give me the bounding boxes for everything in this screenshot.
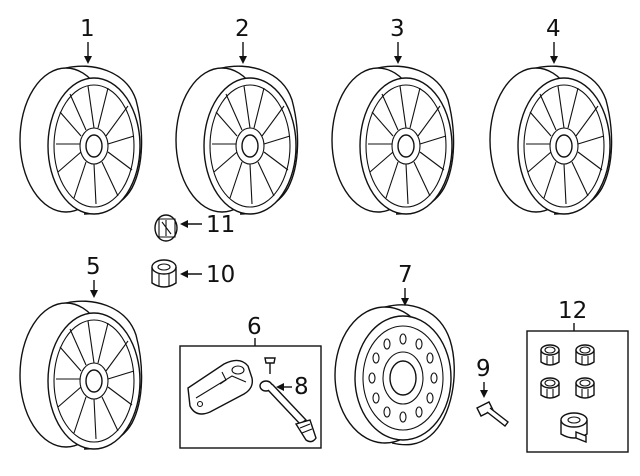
arrowhead — [180, 270, 188, 278]
lug-nut-icon[interactable] — [151, 259, 177, 288]
callout-6: 6 — [247, 314, 262, 340]
callout-10: 10 — [206, 262, 235, 288]
arrowhead — [276, 383, 284, 391]
arrowhead — [84, 56, 92, 64]
callout-5: 5 — [86, 254, 101, 280]
callout-9: 9 — [476, 356, 491, 382]
arrowhead — [394, 56, 402, 64]
wheel-icon[interactable] — [489, 65, 613, 215]
lug-nut-icon[interactable] — [575, 344, 595, 366]
callout-4: 4 — [546, 16, 561, 42]
valve-stem-tool-icon[interactable] — [476, 401, 509, 427]
callout-2: 2 — [235, 16, 250, 42]
arrowhead — [401, 298, 409, 306]
arrowhead — [180, 220, 188, 228]
tpms-sensor-icon[interactable] — [187, 359, 254, 415]
valve-stem-icon[interactable] — [259, 380, 317, 443]
callout-1: 1 — [80, 16, 95, 42]
sensor-kit-box — [179, 345, 322, 449]
arrowhead — [239, 56, 247, 64]
lug-nut-icon[interactable] — [540, 344, 560, 366]
callout-11: 11 — [206, 212, 235, 238]
wheel-icon[interactable] — [19, 300, 143, 450]
arrowhead — [480, 390, 488, 398]
callout-7: 7 — [398, 262, 413, 288]
wheel-icon[interactable] — [175, 65, 299, 215]
callout-3: 3 — [390, 16, 405, 42]
spare-wheel-icon[interactable] — [334, 304, 455, 446]
center-cap-icon[interactable] — [154, 214, 178, 242]
screw-icon[interactable] — [264, 357, 276, 374]
callout-8: 8 — [294, 374, 309, 400]
arrowhead — [90, 290, 98, 298]
lug-nut-icon[interactable] — [540, 377, 560, 399]
callout-12: 12 — [558, 298, 587, 324]
wheel-icon[interactable] — [331, 65, 455, 215]
lock-key-icon[interactable] — [560, 412, 588, 444]
wheel-icon[interactable] — [19, 65, 143, 215]
arrowhead — [550, 56, 558, 64]
lug-kit-box — [526, 330, 629, 453]
lug-nut-icon[interactable] — [575, 377, 595, 399]
